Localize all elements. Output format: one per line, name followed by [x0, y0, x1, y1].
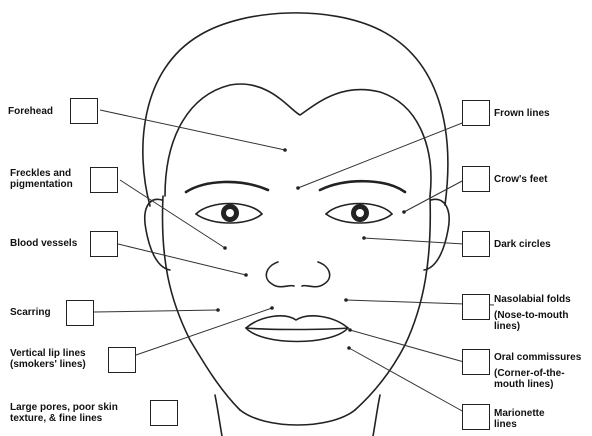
checkbox-freckles[interactable] — [90, 167, 118, 193]
label-oral-sub: (Corner-of-the- mouth lines) — [494, 368, 565, 390]
leader-lip-lines — [136, 308, 272, 355]
right-eyebrow — [320, 181, 405, 192]
neck-left — [215, 395, 222, 436]
hairline — [165, 84, 431, 196]
lip-line — [246, 328, 348, 330]
label-blood-vessels: Blood vessels — [10, 238, 77, 249]
leader-freckles — [120, 180, 225, 248]
left-pupil-highlight — [226, 209, 234, 217]
checkbox-dark-circles[interactable] — [462, 231, 490, 257]
label-freckles: Freckles and pigmentation — [10, 168, 73, 190]
dot-dark-circles — [362, 236, 366, 240]
hair-outline — [143, 13, 448, 206]
label-scarring: Scarring — [10, 307, 51, 318]
left-eyebrow — [186, 182, 268, 192]
checkbox-frown-lines[interactable] — [462, 100, 490, 126]
label-forehead: Forehead — [8, 106, 53, 117]
checkbox-vertical-lip-lines[interactable] — [108, 347, 136, 373]
dot-oral — [348, 328, 352, 332]
upper-lip — [246, 316, 348, 328]
label-large-pores: Large pores, poor skin texture, & fine l… — [10, 402, 118, 424]
face-right-contour — [355, 196, 430, 410]
checkbox-marionette[interactable] — [462, 404, 490, 430]
dot-forehead — [283, 148, 287, 152]
checkbox-forehead[interactable] — [70, 98, 98, 124]
dot-frown — [296, 186, 300, 190]
label-nasolabial-sub: (Nose-to-mouth lines) — [494, 310, 568, 332]
nose-right — [302, 262, 330, 287]
label-dark-circles: Dark circles — [494, 239, 551, 250]
label-oral-commissures: Oral commissures — [494, 352, 581, 363]
nose-left — [266, 262, 294, 287]
label-nasolabial-folds: Nasolabial folds — [494, 294, 571, 305]
leader-blood-vessels — [118, 244, 246, 275]
leader-dark-circles — [364, 238, 464, 244]
face-left-contour — [162, 196, 240, 410]
checkbox-nasolabial-folds[interactable] — [462, 294, 490, 320]
checkbox-large-pores[interactable] — [150, 400, 178, 426]
dot-crows — [402, 210, 406, 214]
checkbox-scarring[interactable] — [66, 300, 94, 326]
leader-scarring — [94, 310, 218, 312]
dot-blood-vessels — [244, 273, 248, 277]
label-crows-feet: Crow's feet — [494, 174, 548, 185]
dot-lip-lines — [270, 306, 274, 310]
checkbox-crows-feet[interactable] — [462, 166, 490, 192]
label-vertical-lip-lines: Vertical lip lines (smokers' lines) — [10, 348, 86, 370]
dot-freckles — [223, 246, 227, 250]
neck-right — [373, 395, 380, 436]
leader-oral — [350, 330, 464, 362]
chin — [240, 410, 355, 425]
dot-scarring — [216, 308, 220, 312]
checkbox-blood-vessels[interactable] — [90, 231, 118, 257]
label-marionette: Marionette lines — [494, 408, 545, 430]
right-pupil-highlight — [356, 209, 364, 217]
dot-marionette — [347, 346, 351, 350]
label-frown-lines: Frown lines — [494, 108, 550, 119]
leader-forehead — [100, 110, 285, 150]
dot-nasolabial — [344, 298, 348, 302]
leader-crows — [404, 180, 464, 212]
checkbox-oral-commissures[interactable] — [462, 349, 490, 375]
